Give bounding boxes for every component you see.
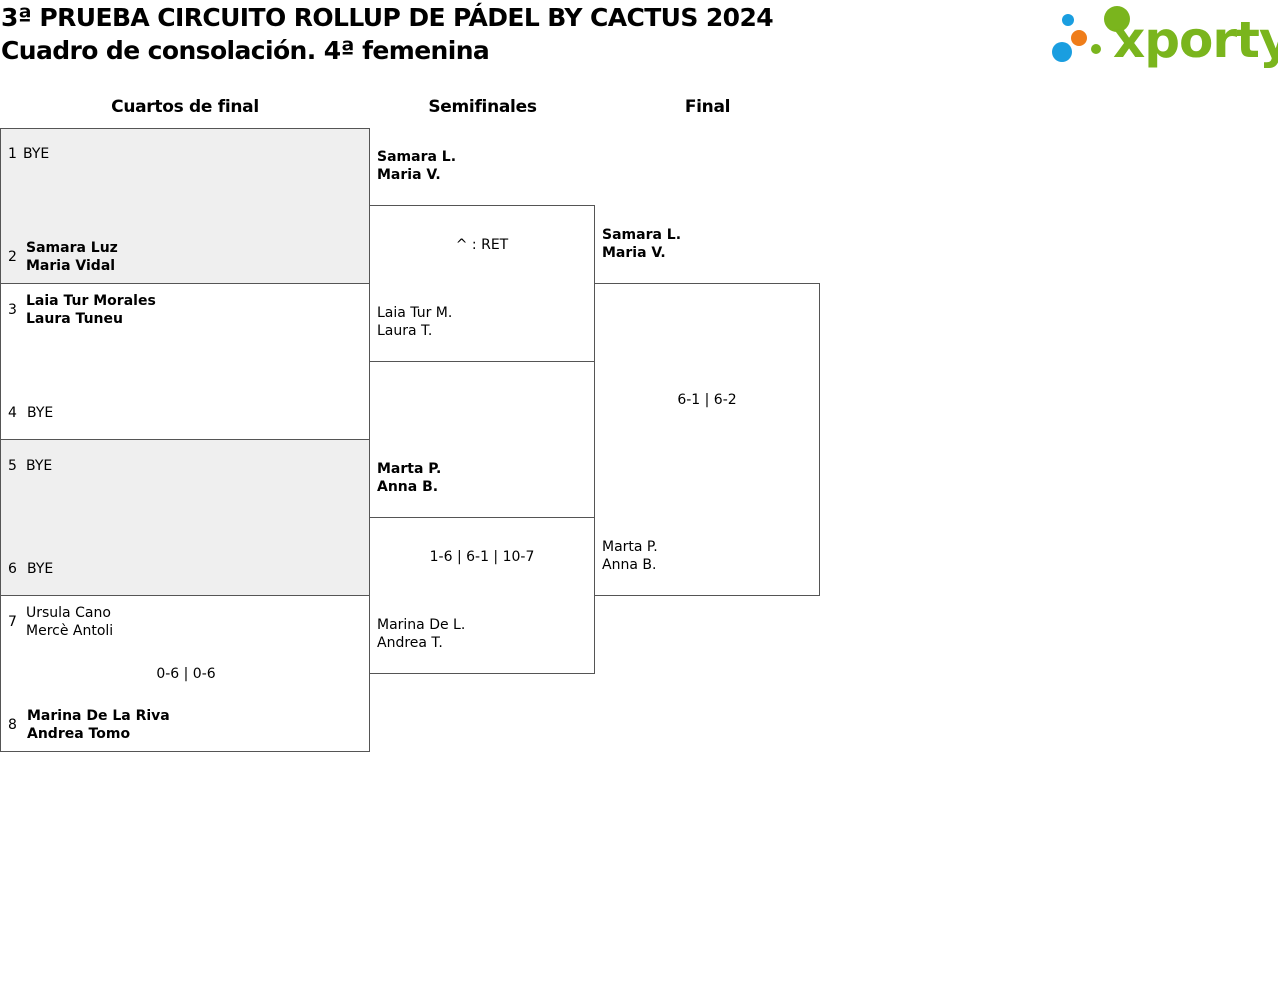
player-name: Anna B. (602, 557, 657, 573)
tournament-title: 3ª PRUEBA CIRCUITO ROLLUP DE PÁDEL BY CA… (1, 3, 774, 32)
match-score: ^ : RET (455, 237, 509, 253)
quarterfinal-match-4: 7 Ursula Cano Mercè Antoli 0-6 | 0-6 8 M… (0, 595, 370, 752)
match-score: 0-6 | 0-6 (156, 666, 216, 682)
final-top-player: Samara L. (602, 227, 682, 243)
player-name: Marina De La Riva (27, 708, 170, 724)
player-name: Laia Tur M. (377, 305, 453, 321)
seed-number: 8 (8, 717, 17, 733)
player-name: Ursula Cano (26, 605, 111, 621)
semifinal-2-top-player: Anna B. (377, 479, 439, 495)
seed-number: 7 (8, 614, 17, 630)
svg-text:xporty: xporty (1113, 11, 1278, 68)
xporty-logo: xporty (1052, 6, 1278, 68)
player-name: Andrea Tomo (27, 726, 131, 742)
round-title-quarterfinals: Cuartos de final (111, 97, 259, 117)
player-name: Mercè Antoli (26, 623, 114, 639)
draw-subtitle: Cuadro de consolación. 4ª femenina (1, 36, 490, 65)
semifinal-1-top-player: Samara L. (377, 149, 457, 165)
seed-number: 5 (8, 458, 17, 474)
match-score: 6-1 | 6-2 (677, 392, 737, 408)
player-name: BYE (26, 458, 53, 474)
final-top-player: Maria V. (602, 245, 666, 261)
player-name: Andrea T. (377, 635, 443, 651)
player-name: Laura Tuneu (26, 311, 123, 327)
player-name: BYE (27, 405, 54, 421)
round-title-semifinals: Semifinales (428, 97, 537, 117)
player-name: BYE (23, 146, 50, 162)
seed-number: 3 (8, 302, 17, 318)
quarterfinal-match-3: 5 BYE 6 BYE (0, 439, 370, 596)
final-match: 6-1 | 6-2 Marta P. Anna B. (594, 283, 820, 596)
semifinal-match-1: ^ : RET Laia Tur M. Laura T. (369, 205, 595, 362)
player-name: BYE (27, 561, 54, 577)
player-name: Samara Luz (26, 240, 118, 256)
player-name: Marta P. (602, 539, 658, 555)
semifinal-2-top-player: Marta P. (377, 461, 442, 477)
player-name: Maria Vidal (26, 258, 116, 274)
round-title-final: Final (684, 97, 731, 117)
player-name: Marina De L. (377, 617, 466, 633)
seed-number: 4 (8, 405, 17, 421)
seed-number: 6 (8, 561, 17, 577)
semifinal-1-top-player: Maria V. (377, 167, 441, 183)
quarterfinal-match-2: 3 Laia Tur Morales Laura Tuneu 4 BYE (0, 283, 370, 440)
match-score: 1-6 | 6-1 | 10-7 (429, 549, 535, 565)
player-name: Laia Tur Morales (26, 293, 156, 309)
seed-number: 1 (8, 146, 17, 162)
quarterfinal-match-1: 1 BYE 2 Samara Luz Maria Vidal (0, 128, 370, 284)
semifinal-match-2: 1-6 | 6-1 | 10-7 Marina De L. Andrea T. (369, 517, 595, 674)
seed-number: 2 (8, 249, 17, 265)
player-name: Laura T. (377, 323, 433, 339)
